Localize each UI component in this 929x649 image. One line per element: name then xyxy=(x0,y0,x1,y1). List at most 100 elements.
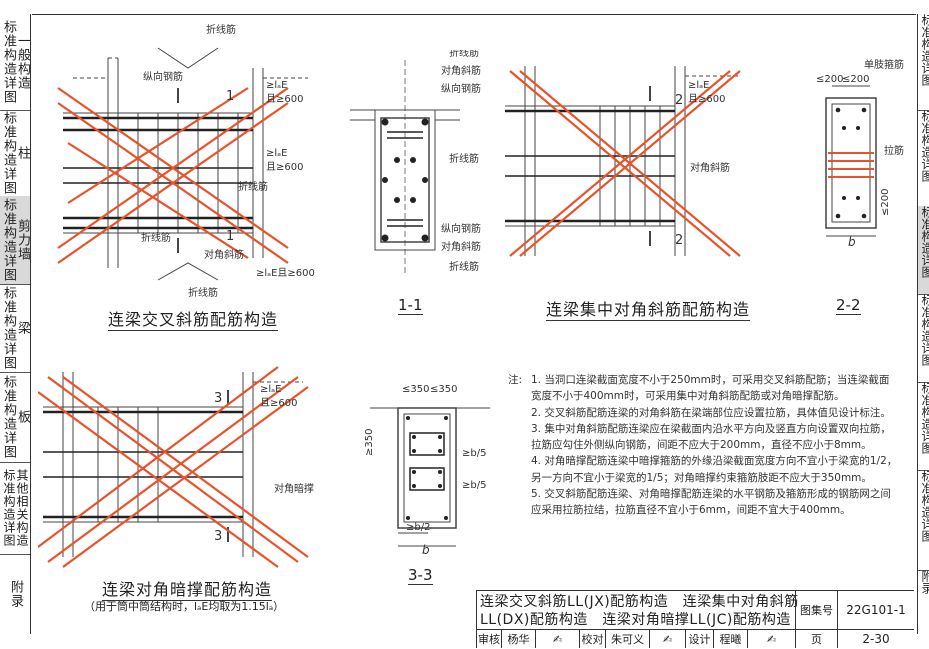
tab-general[interactable]: 标准构造详图 一般构造 xyxy=(0,14,30,111)
right-tab-2-label: 标准构造详图 xyxy=(920,110,929,182)
d3-anchor-b: 且≥600 xyxy=(260,397,297,409)
right-tab-7-label: 附录 xyxy=(920,570,929,594)
s22-dim1: ≤200 xyxy=(816,74,843,85)
tab-slab-label: 标准构造详图 xyxy=(1,375,16,459)
title-line-1: 连梁交叉斜筋LL(JX)配筋构造 连梁集中对角斜筋 xyxy=(480,594,799,610)
d1-label-zongxiang: 纵向钢筋 xyxy=(143,70,183,83)
design-label: 设计 xyxy=(685,629,713,648)
right-tab-4[interactable]: 标准构造详图 xyxy=(918,294,929,383)
s11-label-zhexian1: 折线筋 xyxy=(449,50,479,59)
note-item: 5. 交叉斜筋配筋连梁、对角暗撑配筋连梁的水平钢筋及箍筋形成的钢筋网之间应采用拉… xyxy=(531,488,891,517)
d3-sec-mark-bottom: 3 xyxy=(214,529,222,544)
s22-label-danzhi: 单肢箍筋 xyxy=(864,58,904,71)
diagram-cross-diagonal: 折线筋 纵向钢筋 折线筋 折线筋 对角斜筋 折线筋 ≥lₐE 且≥600 ≥lₐ… xyxy=(57,23,315,298)
checker-signature: ✍ xyxy=(649,629,685,648)
drawing-frame xyxy=(32,14,916,635)
s22-dim-b: b xyxy=(848,235,856,248)
s33-dim2: ≤350 xyxy=(430,384,457,395)
notes-list: 1. 当洞口连梁截面宽度不小于250mm时，可采用交叉斜筋配筋；当连梁截面宽度不… xyxy=(508,372,898,519)
right-tab-3-label: 标准构造详图 xyxy=(920,206,929,278)
d1-sec-mark-bottom: 1 xyxy=(226,229,234,244)
d3-sec-mark-top: 3 xyxy=(214,391,222,406)
d2-sec-mark-top: 2 xyxy=(675,93,683,108)
s33-b: b xyxy=(422,543,430,557)
section-2-2: ≤200 ≤200 单肢箍筋 拉筋 b ≤200 xyxy=(816,58,904,248)
d3-anchor-a: ≥lₐE xyxy=(260,384,281,395)
note-item: 2. 交叉斜筋配筋连梁的对角斜筋在梁端部位应设置拉筋，具体值见设计标注。 xyxy=(531,406,891,419)
s22-dim2: ≤200 xyxy=(842,74,869,85)
title-line-2: LL(DX)配筋构造 连梁对角暗撑LL(JC)配筋构造 xyxy=(480,612,791,628)
tab-appendix[interactable]: 附录 xyxy=(0,554,30,634)
checker: 朱可义 xyxy=(605,629,649,648)
s33-b2: ≥b/2 xyxy=(406,522,430,533)
tab-beam-section: 梁 xyxy=(15,321,30,335)
d1-label-zhexian-low: 折线筋 xyxy=(141,231,171,244)
right-tab-1[interactable]: 标准构造详图 xyxy=(918,14,929,111)
tab-column[interactable]: 标准构造详图 柱 xyxy=(0,110,30,197)
caption-concentrated-diagonal: 连梁集中对角斜筋配筋构造 xyxy=(546,296,751,321)
atlas-label: 图集号 xyxy=(795,591,837,629)
caption-cross-diagonal: 连梁交叉斜筋配筋构造 xyxy=(108,306,279,331)
d2-anchor-b: 且≥600 xyxy=(688,93,725,105)
s22-dim-v: ≤200 xyxy=(880,189,891,216)
d2-label-duijiao: 对角斜筋 xyxy=(690,161,730,174)
tab-shear-wall-label: 标准构造详图 xyxy=(1,198,16,282)
caption-diagonal-brace: 连梁对角暗撑配筋构造 xyxy=(102,576,273,601)
d1-label-zhexian-top: 折线筋 xyxy=(206,23,236,36)
s11-label-duijiao2: 对角斜筋 xyxy=(441,240,481,253)
tab-column-label: 标准构造详图 xyxy=(1,111,16,195)
tab-slab[interactable]: 标准构造详图 板 xyxy=(0,372,30,463)
designer-signature: ✍ xyxy=(747,629,795,648)
right-tab-5[interactable]: 标准构造详图 xyxy=(918,382,929,471)
right-tab-3[interactable]: 标准构造详图 xyxy=(918,206,929,295)
section-3-3: ≤350 ≤350 ≥350 ≥b/5 ≥b/5 ≥b/2 b xyxy=(364,384,490,557)
notes-heading: 注: xyxy=(508,374,523,386)
note-item: 1. 当洞口连梁截面宽度不小于250mm时，可采用交叉斜筋配筋；当连梁截面宽度不… xyxy=(531,374,890,403)
right-tab-6[interactable]: 标准构造详图 xyxy=(918,470,929,571)
diagram-concentrated-diagonal: ≥lₐE 且≥600 对角斜筋 2 2 xyxy=(505,66,741,257)
page-number: 2-30 xyxy=(837,629,914,648)
diagram-diagonal-brace: ≥lₐE 且≥600 对角暗撑 3 3 xyxy=(38,366,314,568)
note-item: 3. 集中对角斜筋配筋连梁应在梁截面内沿水平方向及竖直方向设置双向拉筋，拉筋应勾… xyxy=(531,422,891,452)
d2-anchor-a: ≥lₐE xyxy=(688,80,709,91)
s33-dim1: ≤350 xyxy=(402,384,429,395)
section-label-1-1: 1-1 xyxy=(398,296,423,315)
tab-other-label: 标准构造详图 xyxy=(2,469,16,547)
page-label: 页 xyxy=(795,629,837,648)
tab-appendix-label: 附录 xyxy=(8,580,23,608)
tab-shear-wall[interactable]: 标准构造详图 剪力墙 xyxy=(0,196,30,285)
right-tab-2[interactable]: 标准构造详图 xyxy=(918,110,929,207)
s11-label-duijiao1: 对角斜筋 xyxy=(441,64,481,77)
tab-other[interactable]: 标准构造详图 其他相关构造 xyxy=(0,462,30,555)
right-tab-1-label: 标准构造详图 xyxy=(920,14,929,86)
tab-column-section: 柱 xyxy=(15,146,30,160)
right-border xyxy=(917,14,918,634)
tab-general-section: 一般构造 xyxy=(15,34,30,90)
tab-shear-wall-section: 剪力墙 xyxy=(15,219,30,261)
right-tab-4-label: 标准构造详图 xyxy=(920,294,929,366)
s11-label-zongxiang2: 纵向钢筋 xyxy=(441,222,481,235)
caption-diagonal-brace-note: （用于筒中筒结构时，lₐE均取为1.15lₐ） xyxy=(84,600,285,613)
right-tab-6-label: 标准构造详图 xyxy=(920,470,929,542)
check-label: 校对 xyxy=(579,629,605,648)
right-tab-7[interactable]: 附录 xyxy=(918,570,929,634)
tab-slab-section: 板 xyxy=(15,410,30,424)
s33-dim3: ≥350 xyxy=(364,429,375,456)
d1-sec-mark-top: 1 xyxy=(226,89,234,104)
d1-anchor2-a: ≥lₐE xyxy=(266,148,287,159)
tab-beam-label: 标准构造详图 xyxy=(1,286,16,370)
design-notes: 注: 1. 当洞口连梁截面宽度不小于250mm时，可采用交叉斜筋配筋；当连梁截面… xyxy=(508,372,898,519)
section-1-1: 折线筋 对角斜筋 纵向钢筋 折线筋 纵向钢筋 对角斜筋 折线筋 xyxy=(350,50,481,275)
d1-label-zhexian-bottom: 折线筋 xyxy=(188,286,218,298)
tab-other-section: 其他相关构造 xyxy=(15,469,29,547)
atlas-number: 22G101-1 xyxy=(837,591,914,629)
s22-label-lajin: 拉筋 xyxy=(884,144,904,157)
d1-anchor-a: ≥lₐE xyxy=(266,80,287,91)
title-block: 连梁交叉斜筋LL(JX)配筋构造 连梁集中对角斜筋 LL(DX)配筋构造 连梁对… xyxy=(476,590,914,648)
d2-sec-mark-bottom: 2 xyxy=(675,233,683,248)
section-label-2-2: 2-2 xyxy=(836,296,861,315)
tab-general-label: 标准构造详图 xyxy=(1,20,16,104)
tab-beam[interactable]: 标准构造详图 梁 xyxy=(0,284,30,373)
s33-b5-a: ≥b/5 xyxy=(462,448,486,459)
section-label-3-3: 3-3 xyxy=(408,566,433,585)
